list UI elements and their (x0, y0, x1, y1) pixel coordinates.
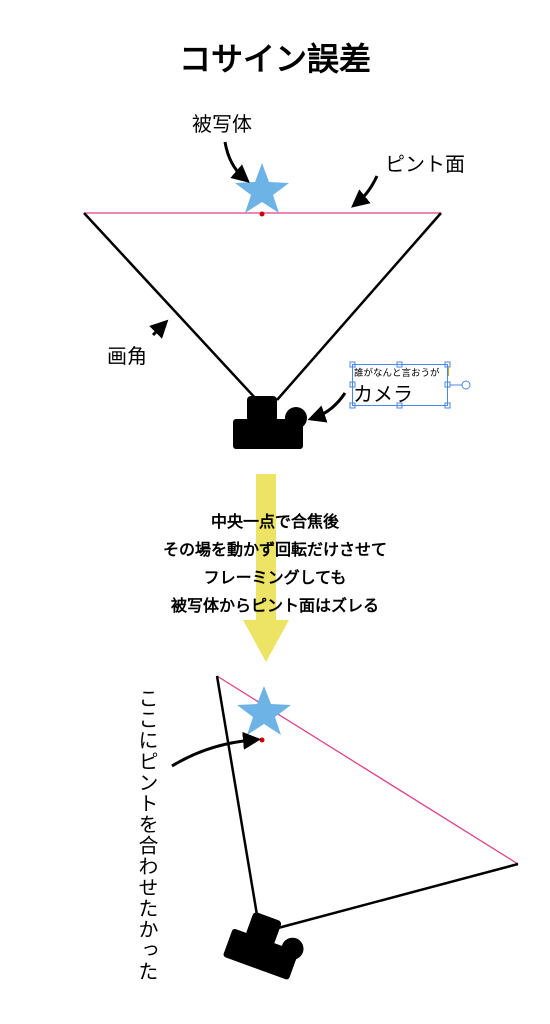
view-angle-right-line-top (276, 212, 442, 401)
caption-line: 中央一点で合焦後 (210, 512, 339, 531)
curved-arrow-icon (351, 175, 379, 208)
caption-line: その場を動かず回転だけさせて (162, 540, 387, 559)
focus-point-dot-bottom (259, 737, 265, 743)
camera-box-small-text: 誰がなんと言おうが (354, 368, 440, 379)
view-angle-left-line-top (83, 212, 258, 401)
camera-icon (223, 912, 304, 980)
curved-arrow-icon (171, 731, 261, 768)
view-angle-right-line-bottom (277, 862, 519, 930)
angle-of-view-label: 画角 (107, 344, 147, 368)
down-arrow-icon (243, 474, 289, 662)
curved-arrow-icon (223, 141, 250, 183)
subject-label: 被写体 (192, 112, 252, 136)
focal-plane-label: ピント面 (385, 152, 465, 176)
caption-line: フレーミングしても (203, 568, 347, 587)
caption: 中央一点で合焦後 その場を動かず回転だけさせて フレーミングしても 被写体からピ… (0, 508, 550, 620)
star-icon (237, 686, 291, 735)
text-selection-box[interactable] (352, 364, 448, 406)
view-angle-left-line-bottom (215, 675, 259, 916)
page-title: コサイン誤差 (178, 40, 371, 78)
text-overflow-mark (447, 366, 449, 376)
focus-point-dot-top (259, 211, 265, 217)
curved-arrow-icon (307, 392, 347, 423)
camera-label[interactable]: カメラ (353, 382, 413, 406)
camera-icon (233, 396, 307, 449)
curved-arrow-icon (149, 319, 169, 339)
link-handle[interactable] (461, 380, 471, 390)
star-icon (235, 163, 289, 213)
focus-target-vertical-label: ここにピントを合わせたかった (135, 688, 159, 982)
caption-line: 被写体からピント面はズレる (170, 596, 379, 615)
